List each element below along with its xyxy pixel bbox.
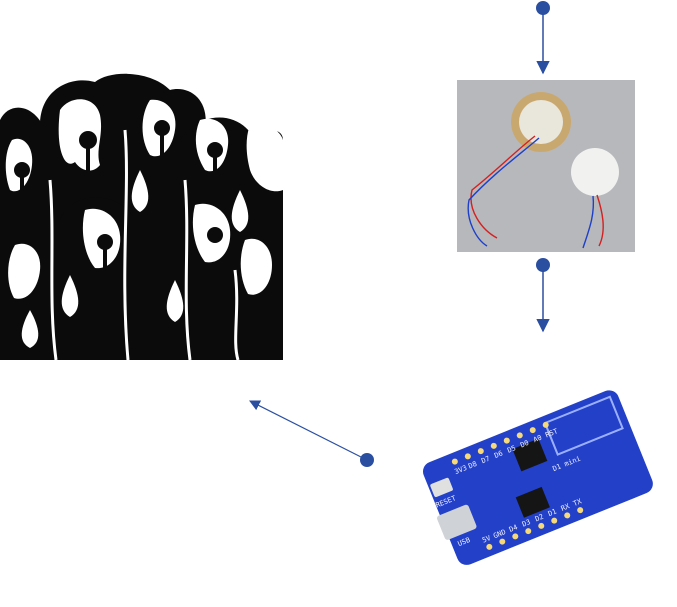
chip-cpu <box>512 438 548 472</box>
pin-label: D3 <box>521 518 532 529</box>
pin-label: D4 <box>508 523 519 534</box>
arrowhead <box>249 400 364 459</box>
piezo-photo-svg <box>457 80 635 252</box>
board-photo-svg: 3V3 D8 D7 D6 D5 D0 A0 RST 5V GND D4 D3 D… <box>422 390 653 565</box>
connector-dot <box>536 258 550 272</box>
crowd-artwork-svg <box>0 70 283 360</box>
pin-row-top <box>451 421 549 465</box>
chip-flash <box>515 486 550 518</box>
piezo-sensor-photo <box>457 80 635 252</box>
pin-row-bottom <box>486 507 584 550</box>
pin-label: D5 <box>506 444 517 455</box>
pin-label: D2 <box>534 513 545 524</box>
arrow-to-piezo <box>536 1 550 75</box>
usb-connector <box>437 504 477 540</box>
pin-label: TX <box>572 497 584 508</box>
arrow-board-to-artwork <box>249 400 374 467</box>
pin-label: D6 <box>493 449 504 460</box>
connector-dot <box>536 1 550 15</box>
arrow-piezo-to-board <box>536 258 550 333</box>
microcontroller-board-photo: 3V3 D8 D7 D6 D5 D0 A0 RST 5V GND D4 D3 D… <box>415 378 660 573</box>
pin-label: D0 <box>519 439 530 450</box>
pin-label: D7 <box>480 455 491 466</box>
pin-label: D1 <box>547 507 558 518</box>
piezo-disc-ceramic <box>571 148 619 196</box>
pin-label: D8 <box>467 460 478 471</box>
pin-label: A0 <box>532 434 543 445</box>
connector-dot <box>360 453 374 467</box>
crowd-artwork-image <box>0 70 283 360</box>
board-pcb <box>422 390 653 565</box>
pin-label: RX <box>560 502 572 513</box>
reset-button <box>430 477 453 498</box>
pin-label: 5V <box>481 534 493 545</box>
